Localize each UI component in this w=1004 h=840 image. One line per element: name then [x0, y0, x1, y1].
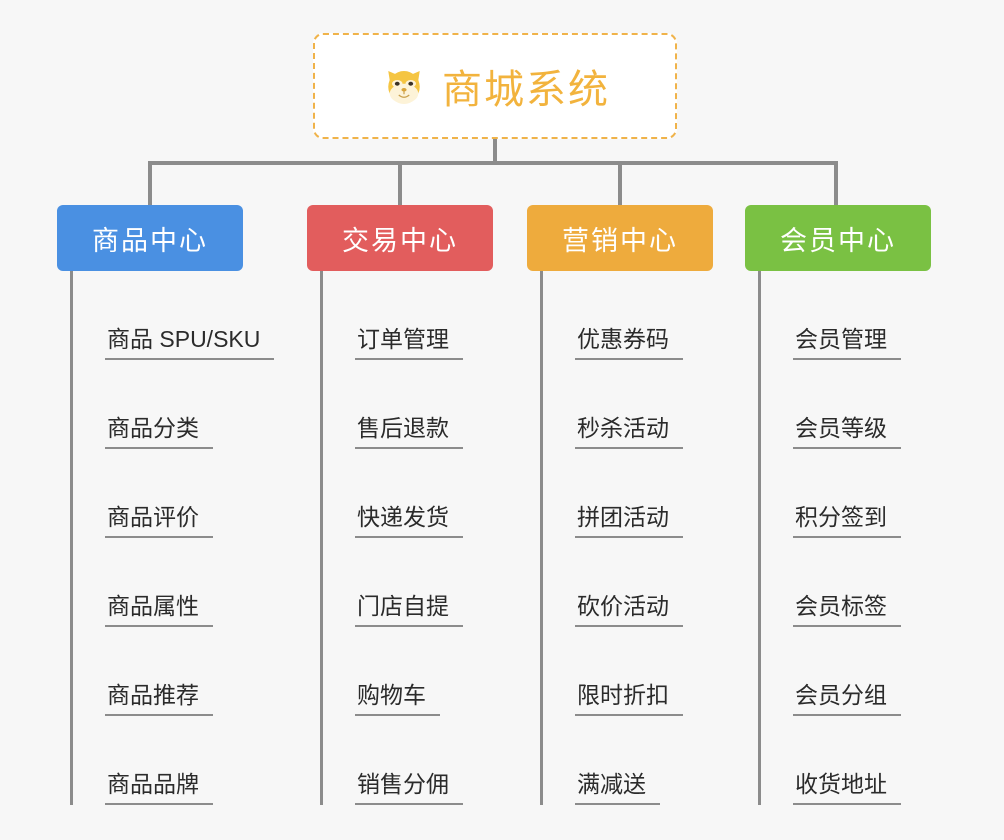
subitem-3-6[interactable]: 满减送 — [540, 716, 660, 805]
column-spine-4 — [758, 271, 761, 805]
subitem-2-6[interactable]: 销售分佣 — [320, 716, 463, 805]
subitem-4-5[interactable]: 会员分组 — [758, 627, 901, 716]
category-label-2: 交易中心 — [342, 225, 458, 256]
subitem-label: 门店自提 — [355, 593, 463, 627]
connector-drop-4 — [834, 161, 838, 206]
subitem-1-1[interactable]: 商品 SPU/SKU — [70, 271, 275, 360]
subitem-label: 砍价活动 — [575, 593, 683, 627]
subitem-label: 会员管理 — [793, 326, 901, 360]
subitem-label: 售后退款 — [355, 415, 463, 449]
connector-stem — [493, 139, 497, 165]
category-label-4: 会员中心 — [780, 225, 896, 256]
connector-drop-3 — [618, 161, 622, 206]
subitem-label: 商品推荐 — [105, 682, 213, 716]
subitem-2-1[interactable]: 订单管理 — [320, 271, 463, 360]
subitem-label: 销售分佣 — [355, 771, 463, 805]
root-node-商城系统[interactable]: 商城系统 — [313, 33, 677, 139]
subitem-label: 收货地址 — [793, 771, 901, 805]
subitem-label: 会员标签 — [793, 593, 901, 627]
subitem-label: 商品分类 — [105, 415, 213, 449]
subitem-2-5[interactable]: 购物车 — [320, 627, 440, 716]
subitem-1-2[interactable]: 商品分类 — [70, 360, 213, 449]
category-label-3: 营销中心 — [562, 225, 678, 256]
subitem-4-6[interactable]: 收货地址 — [758, 716, 901, 805]
subitem-3-5[interactable]: 限时折扣 — [540, 627, 683, 716]
column-spine-3 — [540, 271, 543, 805]
subitem-4-3[interactable]: 积分签到 — [758, 449, 901, 538]
subitem-4-2[interactable]: 会员等级 — [758, 360, 901, 449]
subitem-1-5[interactable]: 商品推荐 — [70, 627, 213, 716]
connector-drop-2 — [398, 161, 402, 206]
subitem-4-4[interactable]: 会员标签 — [758, 538, 901, 627]
subitem-label: 商品评价 — [105, 504, 213, 538]
subitem-label: 快递发货 — [355, 504, 463, 538]
subitem-label: 优惠券码 — [575, 326, 683, 360]
subitem-3-4[interactable]: 砍价活动 — [540, 538, 683, 627]
category-label-1: 商品中心 — [92, 225, 208, 256]
subitem-4-1[interactable]: 会员管理 — [758, 271, 901, 360]
subitem-1-4[interactable]: 商品属性 — [70, 538, 213, 627]
subitem-label: 商品 SPU/SKU — [105, 326, 275, 360]
subitem-label: 商品属性 — [105, 593, 213, 627]
subitem-label: 积分签到 — [793, 504, 901, 538]
subitem-3-1[interactable]: 优惠券码 — [540, 271, 683, 360]
subitem-label: 满减送 — [575, 771, 660, 805]
subitem-label: 订单管理 — [355, 326, 463, 360]
subitem-label: 购物车 — [355, 682, 440, 716]
subitem-1-6[interactable]: 商品品牌 — [70, 716, 213, 805]
subitem-3-3[interactable]: 拼团活动 — [540, 449, 683, 538]
column-spine-2 — [320, 271, 323, 805]
subitem-2-3[interactable]: 快递发货 — [320, 449, 463, 538]
connector-drop-1 — [148, 161, 152, 206]
subitem-3-2[interactable]: 秒杀活动 — [540, 360, 683, 449]
subitem-label: 商品品牌 — [105, 771, 213, 805]
category-box-1[interactable]: 商品中心 — [57, 205, 243, 271]
page-title: 商城系统 — [442, 68, 610, 112]
subitem-label: 秒杀活动 — [575, 415, 683, 449]
subitem-2-4[interactable]: 门店自提 — [320, 538, 463, 627]
subitem-label: 限时折扣 — [575, 682, 683, 716]
connector-bus — [148, 161, 838, 165]
category-box-3[interactable]: 营销中心 — [527, 205, 713, 271]
column-spine-1 — [70, 271, 73, 805]
dog-face-icon — [380, 62, 428, 110]
subitem-label: 拼团活动 — [575, 504, 683, 538]
subitem-label: 会员等级 — [793, 415, 901, 449]
category-box-4[interactable]: 会员中心 — [745, 205, 931, 271]
category-box-2[interactable]: 交易中心 — [307, 205, 493, 271]
subitem-label: 会员分组 — [793, 682, 901, 716]
subitem-1-3[interactable]: 商品评价 — [70, 449, 213, 538]
subitem-2-2[interactable]: 售后退款 — [320, 360, 463, 449]
